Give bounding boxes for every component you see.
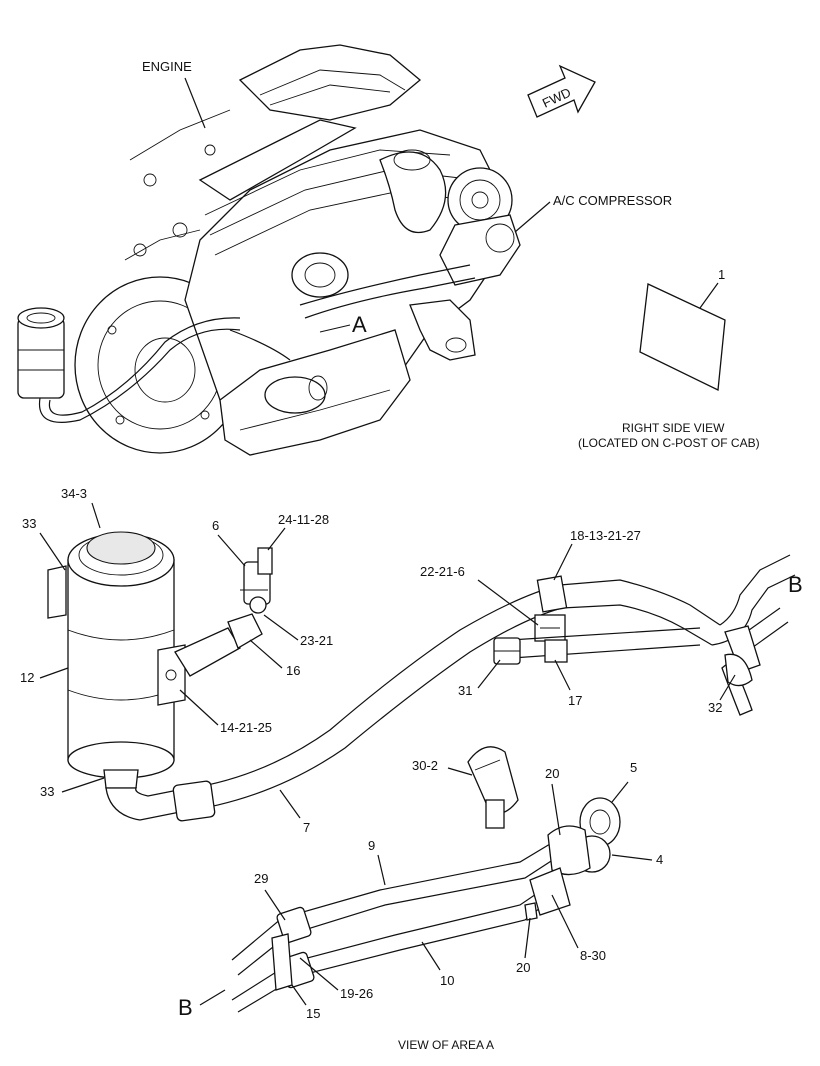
leader-30-2: [447, 767, 473, 776]
leader-10: [421, 941, 441, 971]
leader-5: [611, 781, 629, 803]
hose-assembly-icon: [172, 579, 721, 822]
callout-b-right: B: [788, 572, 803, 597]
fittings-4-5-icon: [524, 797, 621, 921]
callout-7: 7: [303, 820, 310, 835]
area-a-leader: [319, 324, 351, 333]
engine-illustration: [17, 44, 521, 456]
callout-10: 10: [440, 973, 454, 988]
callout-32: 32: [708, 700, 722, 715]
callout-6: 6: [212, 518, 219, 533]
leader-16: [249, 639, 283, 669]
leader-12: [39, 667, 69, 679]
callout-9: 9: [368, 838, 375, 853]
callout-15: 15: [306, 1006, 320, 1021]
leader-4: [611, 854, 653, 861]
connector-icon: [467, 746, 519, 829]
callout-33-bottom: 33: [40, 784, 54, 799]
leader-6: [217, 534, 246, 567]
callout-29: 29: [254, 871, 268, 886]
leader-20-bottom: [524, 917, 531, 959]
callout-19-26: 19-26: [340, 986, 373, 1001]
fitting-32-icon: [724, 653, 753, 687]
leader-15: [291, 984, 307, 1006]
callout-23-21: 23-21: [300, 633, 333, 648]
leader-19-26: [299, 957, 339, 991]
clip-icon: [534, 575, 568, 642]
fwd-arrow-icon: [527, 64, 596, 118]
callout-8-30: 8-30: [580, 948, 606, 963]
callout-20-top: 20: [545, 766, 559, 781]
leader-31: [477, 659, 501, 689]
leader-32: [719, 674, 736, 701]
tubes-9-10-icon: [231, 837, 566, 1013]
receiver-drier-icon: [47, 531, 186, 821]
tube-b-upper-icon: [711, 554, 796, 716]
engine-leader: [184, 77, 206, 129]
located-on-label: (LOCATED ON C-POST OF CAB): [578, 436, 760, 450]
leader-20-top: [551, 783, 561, 836]
leader-17: [554, 659, 571, 691]
leader-29: [264, 889, 286, 921]
leader-18-13-21-27: [553, 543, 573, 581]
callout-5: 5: [630, 760, 637, 775]
view-of-area-a-label: VIEW OF AREA A: [398, 1038, 494, 1052]
hose-16-icon: [174, 547, 273, 677]
callout-31: 31: [458, 683, 472, 698]
callout-33-top: 33: [22, 516, 36, 531]
callout-24-11-28: 24-11-28: [278, 512, 329, 527]
leader-34-3: [91, 502, 101, 529]
leader-22-21-6: [477, 579, 539, 626]
callout-30-2: 30-2: [412, 758, 438, 773]
callout-4: 4: [656, 852, 663, 867]
ac-compressor-label: A/C COMPRESSOR: [553, 193, 672, 208]
callout-18-13-21-27: 18-13-21-27: [570, 528, 641, 543]
leader-7: [279, 789, 301, 819]
tube-31-lower: [511, 644, 701, 659]
leader-23-21: [263, 614, 299, 641]
leader-9: [377, 854, 386, 886]
callout-b-left: B: [178, 995, 193, 1020]
leader-33-bottom: [61, 777, 105, 793]
callout-12: 12: [20, 670, 34, 685]
leader-33-top: [39, 532, 66, 571]
leader-14-21-25: [179, 689, 219, 726]
fitting-17-icon: [544, 639, 568, 663]
ac-compressor-leader: [514, 201, 551, 233]
decal-icon: [639, 283, 726, 391]
leader-24-11-28: [267, 527, 286, 551]
callout-1-leader: [699, 282, 719, 309]
engine-label: ENGINE: [142, 59, 192, 74]
callout-1: 1: [718, 267, 725, 282]
leader-8-30: [551, 894, 579, 949]
callout-34-3: 34-3: [61, 486, 87, 501]
area-a-label: A: [352, 312, 367, 337]
right-side-view-label: RIGHT SIDE VIEW: [622, 421, 725, 435]
callout-16: 16: [286, 663, 300, 678]
leader-b-left: [199, 989, 226, 1006]
callout-17: 17: [568, 693, 582, 708]
callout-22-21-6: 22-21-6: [420, 564, 465, 579]
fitting-31-icon: [493, 637, 521, 665]
callout-20-bottom: 20: [516, 960, 530, 975]
tube-31: [509, 627, 701, 641]
callout-14-21-25: 14-21-25: [220, 720, 272, 735]
